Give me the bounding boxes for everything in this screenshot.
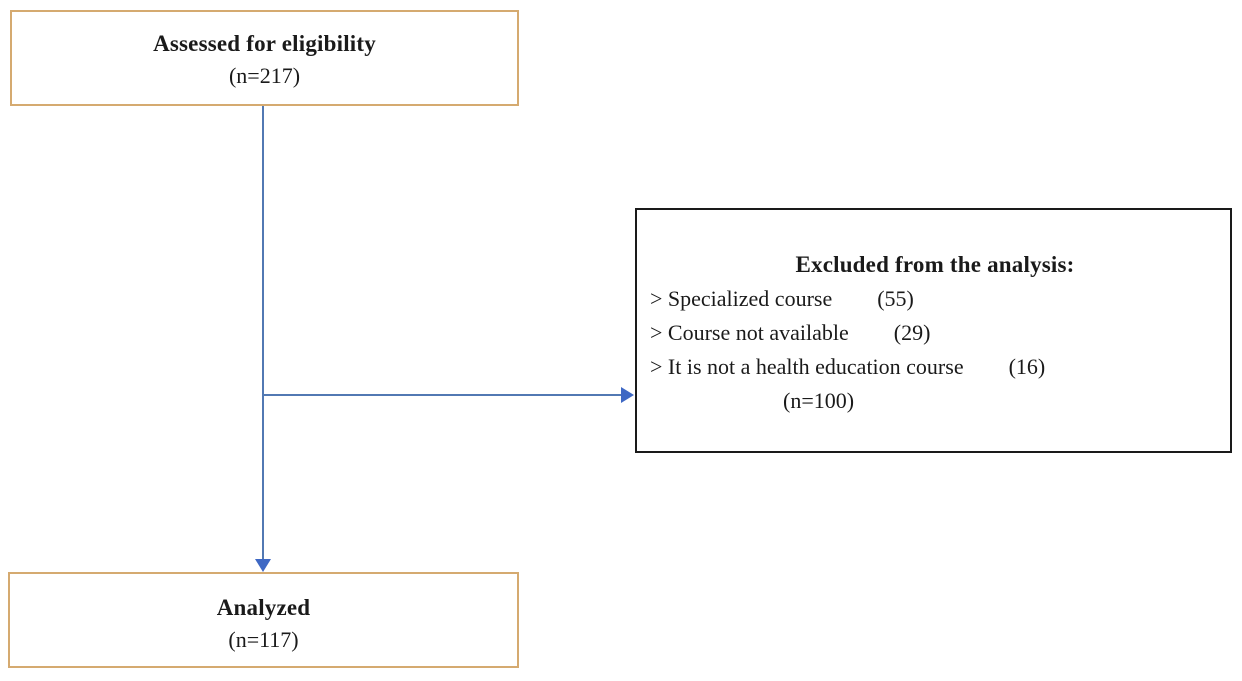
excluded-box: Excluded from the analysis: > Specialize… bbox=[635, 208, 1232, 453]
eligibility-box-title: Assessed for eligibility bbox=[153, 31, 376, 56]
analyzed-box-count: (n=117) bbox=[228, 627, 299, 652]
excluded-item-label: > It is not a health education course bbox=[650, 354, 964, 379]
connector-horizontal-line bbox=[262, 394, 622, 396]
excluded-box-title: Excluded from the analysis: bbox=[795, 252, 1075, 277]
excluded-item-count: (55) bbox=[877, 286, 914, 311]
eligibility-box-count: (n=217) bbox=[228, 63, 301, 88]
analyzed-box-title: Analyzed bbox=[216, 595, 311, 620]
excluded-item-label: > Specialized course bbox=[650, 286, 833, 311]
excluded-box-total: (n=100) bbox=[783, 388, 855, 413]
excluded-item: > Specialized course (55) bbox=[650, 282, 1220, 316]
excluded-item: > Course not available (29) bbox=[650, 316, 1220, 350]
connector-vertical-line bbox=[262, 106, 264, 559]
excluded-item-label: > Course not available bbox=[650, 320, 849, 345]
excluded-item: > It is not a health education course (16… bbox=[650, 350, 1220, 384]
arrowhead-down-icon bbox=[255, 559, 271, 572]
excluded-item-count: (16) bbox=[1008, 354, 1046, 379]
eligibility-box: Assessed for eligibility (n=217) bbox=[10, 10, 519, 106]
excluded-item-count: (29) bbox=[893, 320, 931, 345]
analyzed-box: Analyzed (n=117) bbox=[8, 572, 519, 668]
arrowhead-right-icon bbox=[621, 387, 634, 403]
